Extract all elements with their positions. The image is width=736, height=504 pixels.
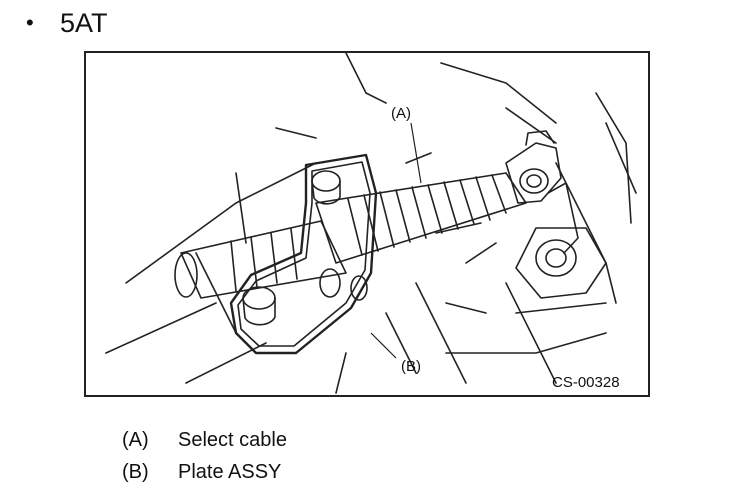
legend-key: (A) xyxy=(122,429,149,451)
select-cable-illustration: (A) (B) CS-00328 xyxy=(105,53,637,394)
section-heading: • 5AT xyxy=(26,6,108,40)
legend: (A) Select cable (B) Plate ASSY xyxy=(122,424,287,488)
figure-code: CS-00328 xyxy=(552,374,620,391)
heading-text: 5AT xyxy=(60,8,108,38)
legend-item: (A) Select cable xyxy=(122,424,287,456)
legend-key: (B) xyxy=(122,461,149,483)
callout-b-label: (B) xyxy=(401,358,421,375)
bullet-marker: • xyxy=(26,10,34,35)
legend-text: Select cable xyxy=(178,429,287,451)
callout-a-label: (A) xyxy=(391,105,411,122)
legend-item: (B) Plate ASSY xyxy=(122,456,287,488)
illustration-frame: (A) (B) CS-00328 xyxy=(84,51,650,397)
legend-text: Plate ASSY xyxy=(178,461,282,483)
